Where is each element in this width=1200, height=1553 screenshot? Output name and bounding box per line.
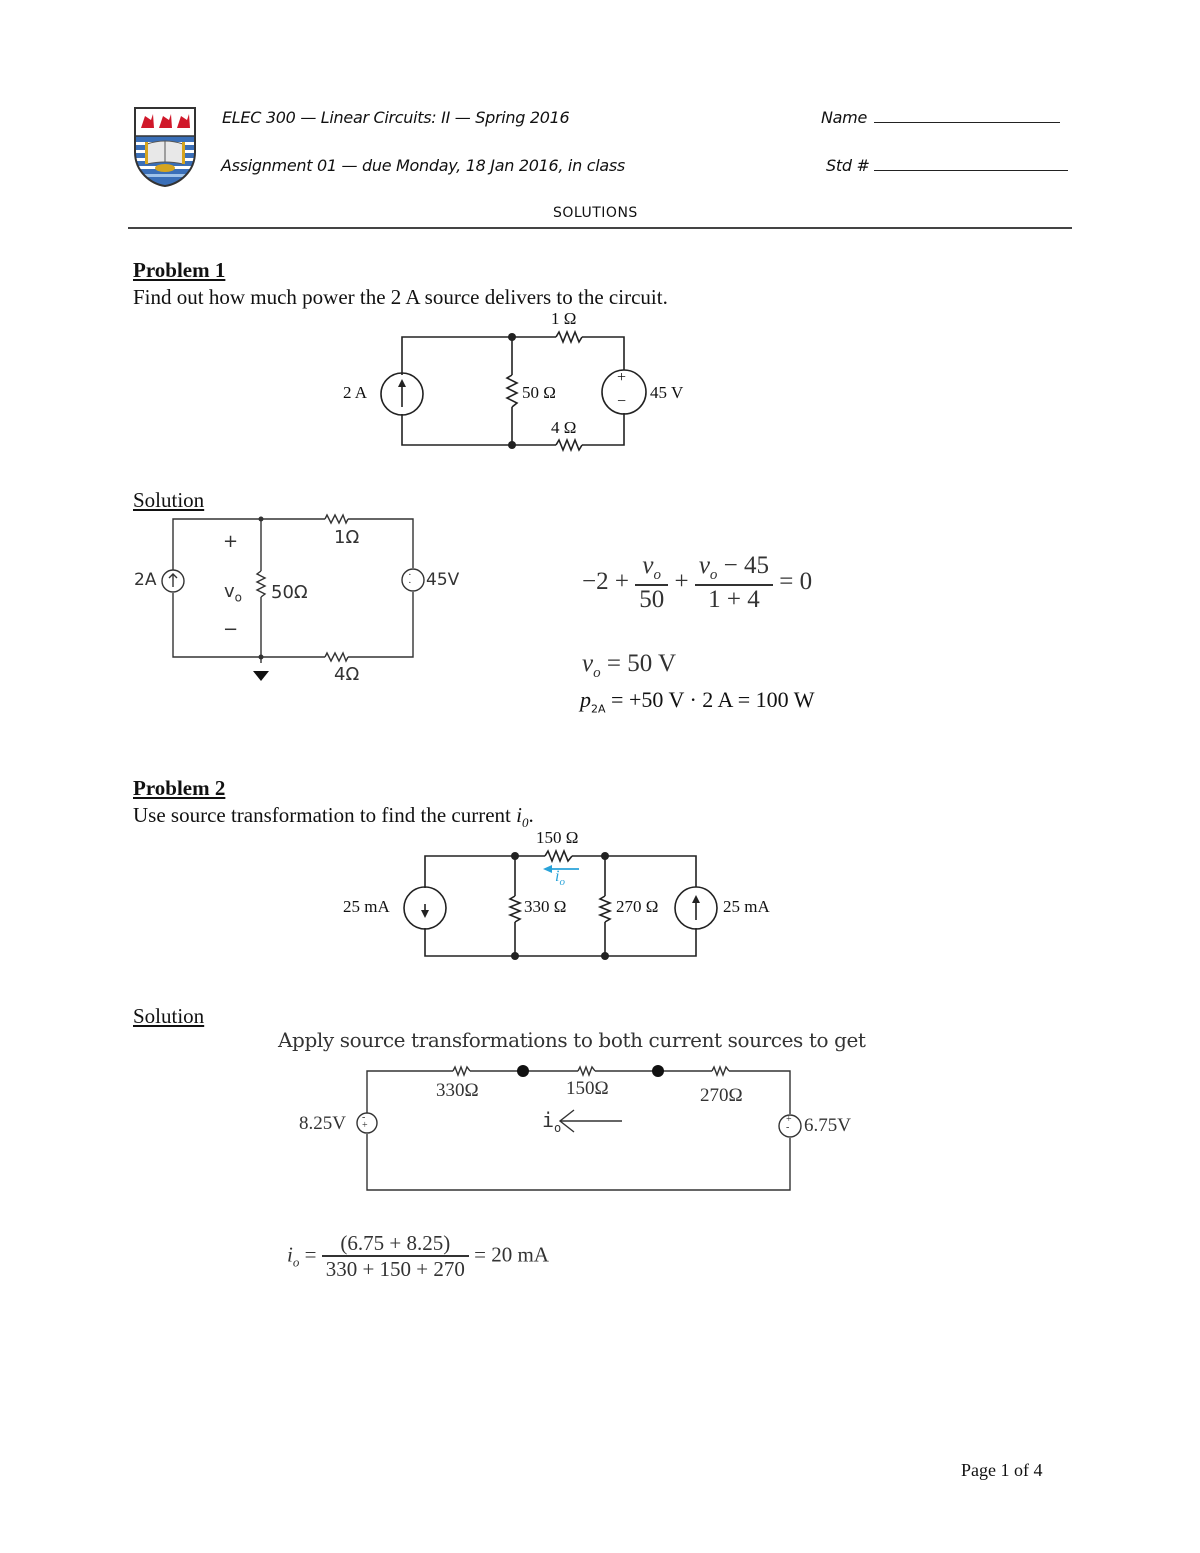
label-270-ohm: 270 Ω [616,897,659,916]
problem-1-statement: Find out how much power the 2 A source d… [133,285,668,309]
university-crest-icon [133,106,197,188]
std-label: Std # [826,156,870,175]
problem-2-statement: Use source transformation to find the cu… [133,803,534,831]
problem-1-circuit-diagram: 1 Ω 4 Ω 50 Ω 2 A 45 V + − [330,305,710,465]
problem-2-current-equation: io = (6.75 + 8.25) 330 + 150 + 270 = 20 … [287,1231,549,1282]
label-270-ohm: 270Ω [700,1085,743,1106]
problem-2-solution-title: Solution [133,1004,205,1028]
vo-minus-sign: − [223,619,239,640]
course-title: ELEC 300 — Linear Circuits: II — Spring … [222,108,570,127]
label-50-ohm: 50 Ω [522,383,556,402]
label-45v-source: 45 V [650,383,684,402]
vo-result: vo = 50 V [582,650,677,681]
label-25ma-right-source: 25 mA [723,897,770,916]
problem-1-solution-circuit: ·· 1Ω 4Ω 50Ω 2A 45V + vo − [125,505,485,695]
label-45v-source: 45V [426,570,460,590]
name-field: Name [821,108,1060,127]
label-2a-source: 2A [134,570,157,590]
header-divider [128,227,1072,229]
label-150-ohm: 150Ω [566,1078,609,1099]
problem-2-solution-circuit: -+ +- 330Ω 150Ω 270Ω 8.25V 6.75V io [290,1058,890,1198]
label-25ma-left-source: 25 mA [343,897,390,916]
problem-1-title: Problem 1 [133,258,226,282]
label-1-ohm: 1Ω [334,527,360,548]
name-blank [873,108,1060,123]
problem-1-kcl-equation: −2 + vo 50 + vo − 45 1 + 4 = 0 [582,552,813,614]
problem-1-solution-title: Solution [133,488,205,512]
label-330-ohm: 330 Ω [524,897,567,916]
polarity-marks-right-icon: +- [786,1114,792,1133]
fraction-vo-over-50: vo 50 [635,552,669,614]
name-label: Name [821,108,868,127]
label-330-ohm: 330Ω [436,1080,479,1101]
label-8-25v-source: 8.25V [299,1113,346,1134]
label-4-ohm: 4Ω [334,664,360,685]
label-4-ohm: 4 Ω [551,418,577,437]
power-result: p2A = +50 V · 2 A = 100 W [580,687,815,716]
label-2a-source: 2 A [343,383,368,402]
vo-plus-sign: + [223,531,239,552]
solution-intro-text: Apply source transformations to both cur… [278,1028,866,1052]
student-number-field: Std # [826,156,1069,175]
vo-label: vo [224,581,242,605]
label-50-ohm: 50Ω [271,582,308,603]
minus-sign: − [617,393,627,410]
fraction-io: (6.75 + 8.25) 330 + 150 + 270 [321,1231,469,1281]
solutions-label: SOLUTIONS [553,205,638,221]
fraction-vo-minus-45: vo − 45 1 + 4 [694,552,774,614]
label-150-ohm: 150 Ω [536,828,579,847]
label-1-ohm: 1 Ω [551,309,577,328]
label-6-75v-source: 6.75V [804,1115,851,1136]
problem-2-title: Problem 2 [133,776,226,800]
current-io-label: io [542,1108,562,1135]
std-blank [874,156,1069,171]
page-number: Page 1 of 4 [961,1460,1043,1480]
assignment-due-line: Assignment 01 — due Monday, 18 Jan 2016,… [221,156,625,175]
problem-2-circuit-diagram: 150 Ω 330 Ω 270 Ω 25 mA 25 mA io [330,820,800,970]
plus-sign: + [617,369,627,386]
polarity-dots-icon: ·· [408,569,412,589]
polarity-marks-left-icon: -+ [362,1112,368,1131]
current-io-label: io [555,868,565,889]
